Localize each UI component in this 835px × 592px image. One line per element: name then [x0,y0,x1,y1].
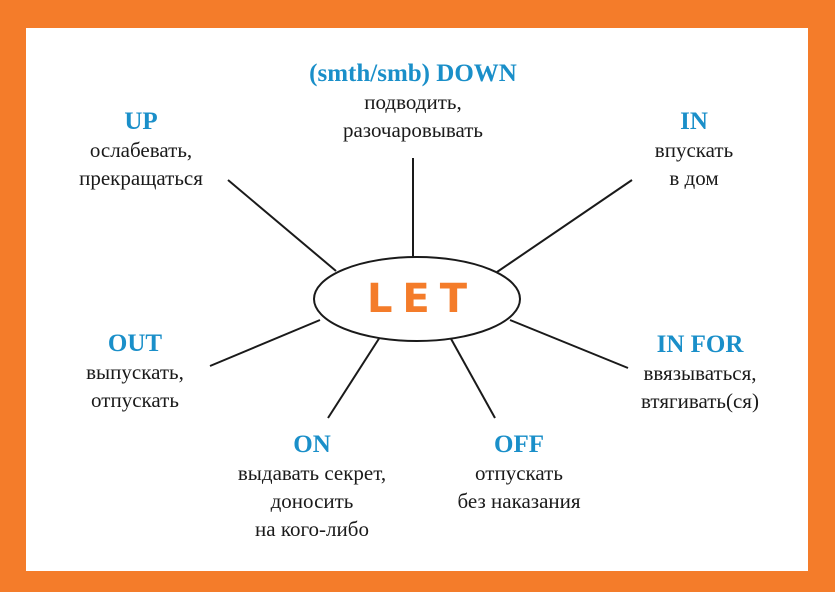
branch-up: UP ослабевать, прекращаться [79,108,203,192]
branch-down-line: подводить, [364,90,462,114]
branch-off-title: OFF [493,431,544,458]
branch-in-title: IN [680,108,708,135]
branch-in-line: впускать [654,138,734,162]
branch-down-line: разочаровывать [342,118,484,142]
branch-on: ON выдавать секрет, доносить на кого-либ… [238,431,386,543]
branch-up-line: ослабевать, [89,138,193,162]
branch-out-line: выпускать, [86,360,184,384]
branch-on-line: доносить [270,489,354,513]
branch-up-line: прекращаться [79,166,203,190]
connector-on [327,336,381,419]
branch-on-line: выдавать секрет, [237,461,387,485]
connector-out [209,319,321,367]
center-label: LET [366,276,478,322]
branch-infor-line: втягивать(ся) [641,389,759,413]
branch-off-line: отпускать [475,461,563,485]
branch-down-title: (smth/smb) DOWN [309,60,517,87]
branch-off-line: без наказания [457,489,581,513]
connector-in [496,179,633,273]
branch-infor-line: ввязываться, [643,361,757,385]
branch-out-title: OUT [107,330,163,357]
branch-down: (smth/smb) DOWN подводить, разочаровыват… [309,60,517,144]
connector-infor [509,319,629,369]
branch-off: OFF отпускать без наказания [457,431,580,515]
connector-up [227,179,337,272]
branch-out-line: отпускать [91,388,179,412]
branch-infor-title: IN FOR [656,331,744,358]
branch-on-title: ON [293,431,331,458]
branch-out: OUT выпускать, отпускать [86,330,184,414]
branch-on-line: на кого-либо [255,517,369,541]
branch-in: IN впускать в дом [655,108,733,192]
branch-infor: IN FOR ввязываться, втягивать(ся) [641,331,759,415]
center-ellipse [313,256,521,342]
branch-up-title: UP [124,108,158,135]
branch-in-line: в дом [669,166,719,190]
connector-off [449,336,496,419]
